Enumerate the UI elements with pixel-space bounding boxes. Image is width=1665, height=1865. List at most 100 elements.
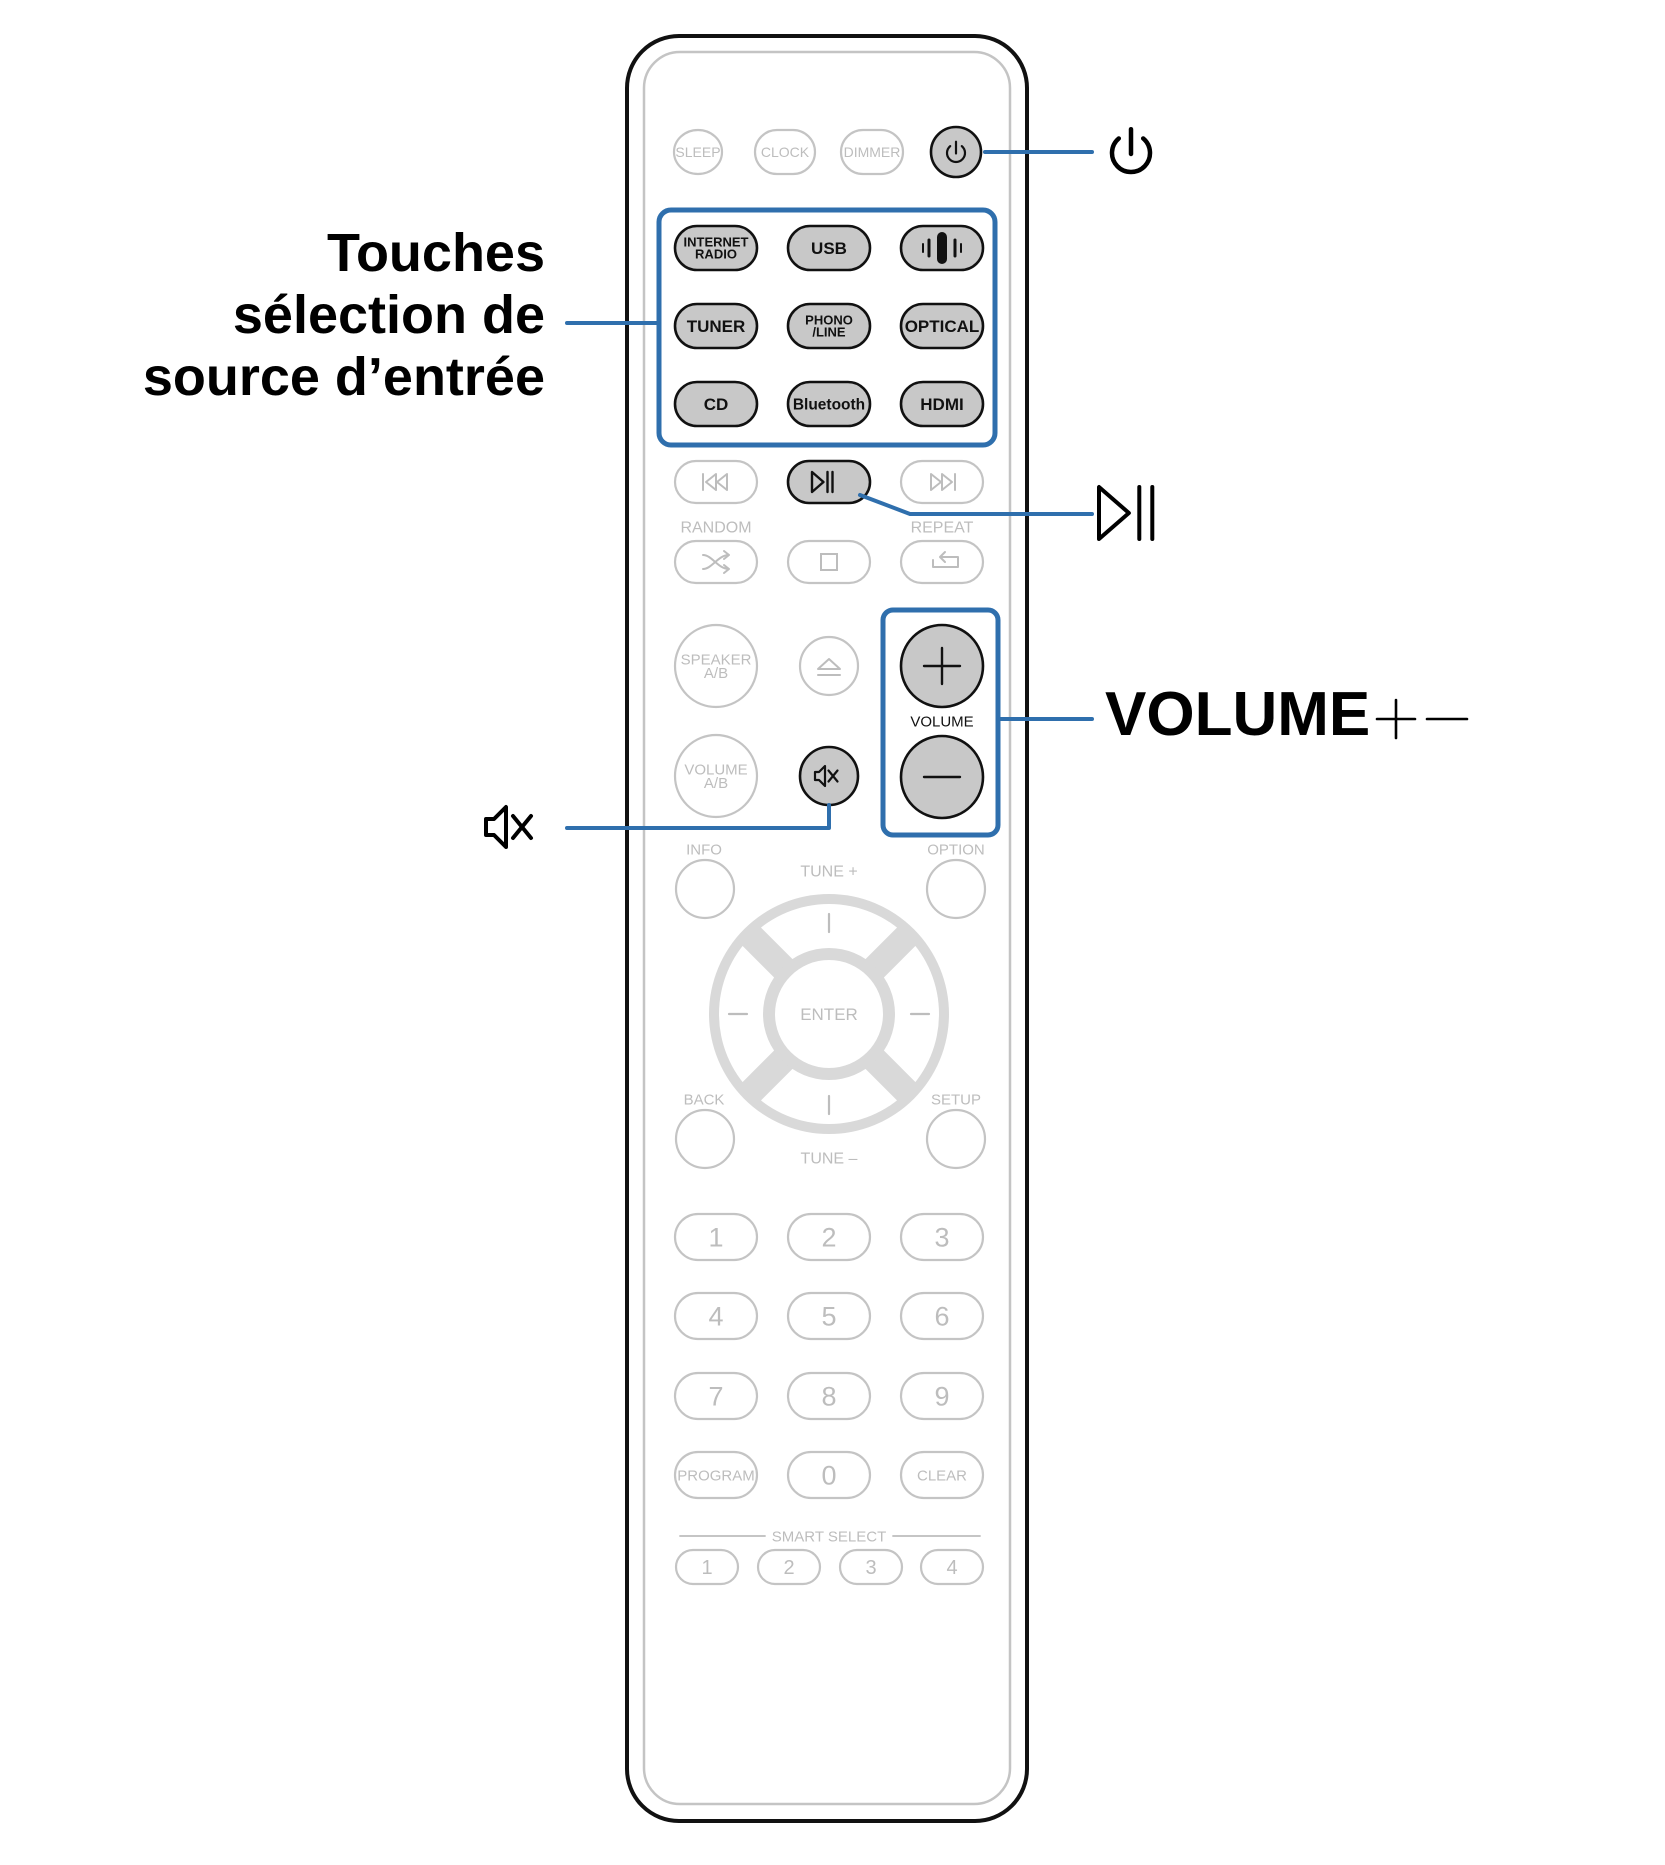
play-pause-button[interactable] (786, 459, 872, 505)
number-key-1[interactable]: 1 (673, 1212, 759, 1262)
power-icon (945, 140, 967, 164)
heos-center (937, 232, 947, 264)
number-key-label: 4 (708, 1301, 723, 1331)
skip-back-button[interactable] (673, 459, 759, 505)
number-key-5[interactable]: 5 (786, 1291, 872, 1341)
number-key-7[interactable]: 7 (673, 1371, 759, 1421)
input-button-label: HDMI (920, 395, 963, 414)
mute-icon (813, 764, 839, 788)
skip-forward-icon (930, 473, 956, 491)
play-pause-icon (810, 470, 834, 494)
number-key-program[interactable]: PROGRAM (673, 1450, 759, 1500)
input-button-label: Bluetooth (793, 396, 865, 413)
play-pause-callout-line (858, 493, 1094, 516)
play-pause-callout-icon (1097, 485, 1155, 541)
speaker-shape (813, 764, 827, 788)
number-key-2[interactable]: 2 (786, 1212, 872, 1262)
input-button-bluetooth[interactable]: Bluetooth (786, 380, 872, 428)
smart-select-key-label: 4 (946, 1557, 957, 1579)
skip-tris (705, 473, 728, 491)
input-button-hdmi[interactable]: HDMI (899, 380, 985, 428)
stop-button[interactable] (786, 539, 872, 585)
repeat-button[interactable] (899, 539, 985, 585)
number-key-4[interactable]: 4 (673, 1291, 759, 1341)
shuffle-button[interactable] (673, 539, 759, 585)
number-key-0[interactable]: 0 (786, 1450, 872, 1500)
repeat-arrow (932, 551, 959, 568)
input-button-phonoline[interactable]: PHONO/LINE (786, 302, 872, 350)
smart-select-4[interactable]: 4 (919, 1548, 985, 1586)
smart-select-2[interactable]: 2 (756, 1548, 822, 1586)
volume-plus-minus-icon (1375, 698, 1469, 740)
repeat-label: REPEAT (911, 520, 974, 537)
top-button-clock[interactable]: CLOCK (753, 128, 817, 176)
eject-icon (817, 658, 841, 676)
tune-plus-label: TUNE + (800, 864, 857, 881)
eject-button[interactable] (798, 635, 860, 697)
input-source-callout-line-3: source d’entrée (142, 347, 545, 407)
input-button-label: PHONO/LINE (805, 313, 853, 340)
skip-forward-button[interactable] (899, 459, 985, 505)
number-key-label: 9 (934, 1381, 949, 1411)
mute-cross-b (511, 814, 533, 840)
input-button-optical[interactable]: OPTICAL (899, 302, 985, 350)
input-button-cd[interactable]: CD (673, 380, 759, 428)
option-button[interactable] (925, 858, 987, 920)
smart-select-3[interactable]: 3 (838, 1548, 904, 1586)
top-button-dimmer[interactable]: DIMMER (839, 128, 905, 176)
volume-highlight (880, 607, 1001, 838)
enter-label: ENTER (800, 1005, 858, 1024)
number-key-clear[interactable]: CLEAR (899, 1450, 985, 1500)
number-key-6[interactable]: 6 (899, 1291, 985, 1341)
volume-up-button[interactable] (899, 623, 985, 709)
repeat-icon (932, 551, 959, 568)
power-arc (945, 145, 967, 164)
number-key-8[interactable]: 8 (786, 1371, 872, 1421)
dpad[interactable]: ENTER (709, 894, 949, 1134)
number-key-label: 8 (821, 1381, 836, 1411)
number-key-label: CLEAR (917, 1467, 967, 1484)
input-button-label: TUNER (687, 317, 746, 336)
mute-button[interactable] (798, 745, 860, 807)
heos-icon (922, 232, 962, 264)
speaker-shape (484, 805, 508, 849)
option-label: OPTION (927, 841, 985, 858)
back-button[interactable] (674, 1108, 736, 1170)
eject-triangle (817, 658, 841, 670)
power-callout-icon (1109, 127, 1153, 175)
top-button-label: CLOCK (761, 144, 810, 160)
info-button[interactable] (674, 858, 736, 920)
power-button[interactable] (929, 125, 983, 179)
shuffle-icon (702, 550, 730, 574)
enter-button[interactable]: ENTER (775, 960, 883, 1068)
mute-callout-icon (484, 805, 533, 849)
number-key-label: PROGRAM (677, 1467, 755, 1484)
number-key-9[interactable]: 9 (899, 1371, 985, 1421)
input-button-tuner[interactable]: TUNER (673, 302, 759, 350)
top-button-sleep[interactable]: SLEEP (672, 128, 724, 176)
input-select-highlight (656, 207, 998, 448)
volume-down-button[interactable] (899, 734, 985, 820)
smart-select-key-label: 3 (865, 1557, 876, 1579)
play-triangle (810, 470, 825, 494)
heos-button[interactable] (899, 224, 985, 272)
smart-select-1[interactable]: 1 (674, 1548, 740, 1586)
number-key-label: 7 (708, 1381, 723, 1411)
setup-label: SETUP (931, 1091, 981, 1108)
stop-icon (820, 553, 838, 571)
play-triangle (1097, 485, 1131, 541)
back-label: BACK (684, 1091, 725, 1108)
number-key-3[interactable]: 3 (899, 1212, 985, 1262)
smart-select-key-label: 1 (701, 1557, 712, 1579)
setup-button[interactable] (925, 1108, 987, 1170)
power-arc (1109, 136, 1153, 175)
number-key-label: 0 (821, 1460, 836, 1490)
smart-select-label: SMART SELECT (772, 1528, 886, 1545)
input-button-usb[interactable]: USB (786, 224, 872, 272)
